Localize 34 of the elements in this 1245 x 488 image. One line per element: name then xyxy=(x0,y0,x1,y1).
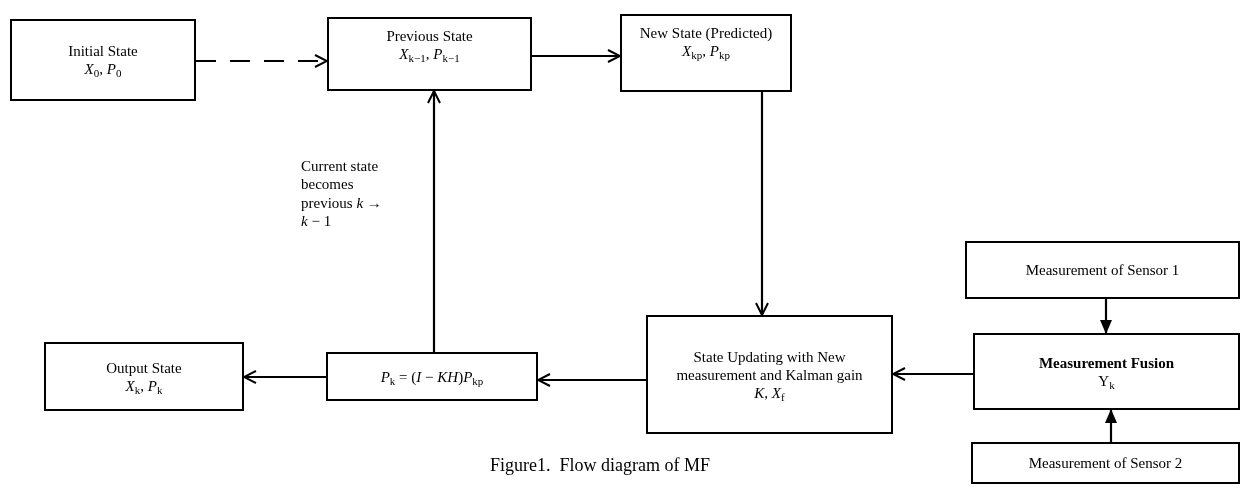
box-title: P$_{k}$ = (I − KH)P$_{kp}$ xyxy=(380,367,484,386)
arrow xyxy=(1105,409,1117,442)
process-box xyxy=(10,19,196,101)
arrow xyxy=(243,370,326,384)
box-formula: X$_{k−1}$, P$_{k−1}$ xyxy=(399,45,460,63)
box-title: New State (Predicted) xyxy=(639,24,773,42)
process-box xyxy=(965,241,1240,299)
box-title: Measurement Fusion xyxy=(1038,353,1175,372)
box-title: Measurement of Sensor 1 xyxy=(1025,261,1180,279)
box-title: State Updating with New measurement and Kalman gain xyxy=(675,347,864,384)
box-title: Previous State xyxy=(386,27,473,45)
box-formula: X$_{k}$, P$_{k}$ xyxy=(125,376,163,395)
arrow xyxy=(892,367,973,381)
arrow xyxy=(537,373,646,387)
box-formula: Y$_{k}$ xyxy=(1098,371,1115,390)
arrow xyxy=(196,54,328,68)
box-formula: X$_{kp}$, P$_{kp}$ xyxy=(682,42,730,60)
process-box xyxy=(44,342,244,411)
process-box xyxy=(620,14,792,92)
process-box xyxy=(971,442,1240,484)
process-box xyxy=(646,315,893,434)
box-title: Initial State xyxy=(68,42,138,60)
process-box xyxy=(327,17,532,91)
arrow xyxy=(1100,299,1112,334)
arrow xyxy=(532,49,621,63)
box-title: Output State xyxy=(106,358,182,377)
arrow xyxy=(427,90,441,352)
process-box xyxy=(973,333,1240,410)
box-formula: X$_{0}$, P$_{0}$ xyxy=(84,60,122,78)
figure-caption: Figure1. Flow diagram of MF xyxy=(490,455,710,476)
process-box xyxy=(326,352,538,401)
arrow xyxy=(755,92,769,316)
box-title: Measurement of Sensor 2 xyxy=(1028,454,1183,472)
box-formula: K, X$_{f}$ xyxy=(754,383,785,402)
